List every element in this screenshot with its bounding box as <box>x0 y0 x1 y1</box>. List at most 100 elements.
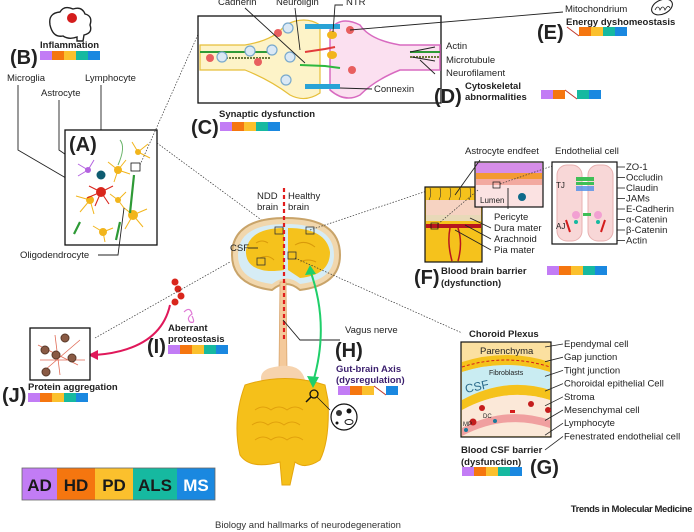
connexin-label: Connexin <box>374 84 414 95</box>
gut-microbiota-icon <box>330 403 358 431</box>
disease-cell-hd <box>180 345 192 354</box>
panel-i-title-line1: Aberrant <box>168 323 208 334</box>
layer-leader <box>544 409 564 421</box>
astrocyte-label: Astrocyte <box>41 88 81 99</box>
junction-label: β-Catenin <box>626 225 667 236</box>
disease-cell-ms <box>595 266 607 275</box>
panel-d-letter: (D) <box>434 86 462 108</box>
figure-caption: Biology and hallmarks of neurodegenerati… <box>215 520 401 531</box>
panel-g-letter: (G) <box>530 457 559 479</box>
legend-swatch-pd <box>95 468 133 500</box>
panel-j-disease-bar <box>28 393 88 402</box>
panel-c-disease-bar <box>220 122 280 131</box>
choroid-layer-label: Ependymal cell <box>564 339 628 350</box>
synapse-leaders <box>244 4 564 90</box>
disease-cell-ms <box>216 345 228 354</box>
synapse-illustration <box>199 19 441 100</box>
not-implicated-slash <box>564 89 578 100</box>
journal-name: Trends in Molecular Medicine <box>571 504 692 515</box>
disease-cell-ms <box>589 90 601 99</box>
oligodendrocyte-label: Oligodendrocyte <box>20 250 89 261</box>
astrocyte-endfeet-label: Astrocyte endfeet <box>465 146 539 157</box>
legend-swatch-ms <box>177 468 215 500</box>
disease-cell-ad <box>338 386 350 395</box>
disease-cell-pd <box>52 393 64 402</box>
legend-label-als: ALS <box>138 476 172 495</box>
oligodendrocyte-leader <box>98 207 125 256</box>
panel-d-disease-bar <box>541 89 601 100</box>
disease-cell-hd <box>579 27 591 36</box>
disease-cell-ms <box>88 51 100 60</box>
csf-layer-label: CSF <box>464 377 490 396</box>
disease-cell-pd <box>64 51 76 60</box>
healthy-brain-label-line2: brain <box>288 202 309 213</box>
disease-cell-ad <box>541 90 553 99</box>
junction-label: Claudin <box>626 183 658 194</box>
disease-cell-als <box>256 122 268 131</box>
mitochondrion-icon <box>651 0 673 16</box>
layer-leader <box>544 436 564 451</box>
choroid-layer-label: Lymphocyte <box>564 418 615 429</box>
panel-j-title: Protein aggregation <box>28 382 118 393</box>
choroid-layer-label: Gap junction <box>564 352 617 363</box>
lumen-label: Lumen <box>480 196 504 205</box>
healthy-brain-label-line1: Healthy <box>288 191 320 202</box>
disease-cell-ad <box>168 345 180 354</box>
panel-e-letter: (E) <box>537 22 564 44</box>
spinal-cord-and-gut <box>236 281 329 486</box>
protein-chain-icon <box>171 278 195 323</box>
panel-g-title-line1: Blood CSF barrier <box>461 445 543 456</box>
disease-cell-als <box>76 51 88 60</box>
meninges-illustration <box>424 186 483 263</box>
disease-cell-als <box>498 467 510 476</box>
ntr-label: NTR <box>346 0 366 8</box>
endothelial-junction-illustration <box>551 161 618 245</box>
panel-a-letter: (A) <box>69 134 97 156</box>
not-implicated-slash <box>373 385 387 396</box>
panel-f-title-line2: (dysfunction) <box>441 278 501 289</box>
mitochondrium-label: Mitochondrium <box>565 4 627 15</box>
cadherin-label: Cadherin <box>218 0 257 8</box>
junction-protein-labels: ZO-1OccludinClaudinJAMsE-Cadherinα-Caten… <box>617 162 674 247</box>
disease-cell-ms <box>510 467 522 476</box>
bbb-detail-illustration <box>474 161 544 208</box>
csf-label: CSF <box>230 243 249 254</box>
panel-e-disease-bar <box>566 26 627 37</box>
disease-cell-ad <box>28 393 40 402</box>
legend-swatch-ad <box>22 468 57 500</box>
panel-h-disease-bar <box>338 385 398 396</box>
aj-label: AJ <box>556 222 565 231</box>
panel-f-title-line1: Blood brain barrier <box>441 266 527 277</box>
glial-cells-illustration <box>73 139 151 243</box>
microglia-label: Microglia <box>7 73 46 84</box>
junction-label: ZO-1 <box>626 162 648 173</box>
panel-g-disease-bar <box>462 467 522 476</box>
disease-cell-pd <box>244 122 256 131</box>
disease-cell-ms <box>76 393 88 402</box>
panel-b-title: Inflammation <box>40 40 99 51</box>
panel-e-title: Energy dyshomeostasis <box>566 17 675 28</box>
disease-cell-als <box>583 266 595 275</box>
aggregation-arrow <box>94 304 171 356</box>
not-implicated-slash <box>566 26 580 37</box>
disease-cell-als <box>64 393 76 402</box>
legend-border <box>21 467 216 501</box>
panel-i-letter: (I) <box>147 336 166 358</box>
disease-cell-als <box>204 345 216 354</box>
layer-leader <box>544 370 564 377</box>
gut-brain-arrow <box>309 269 322 383</box>
panel-h-title-line1: Gut-brain Axis <box>336 364 401 375</box>
panel-f-letter: (F) <box>414 267 440 289</box>
legend-label-ad: AD <box>27 476 52 495</box>
pia-mater-label: Pia mater <box>494 245 535 256</box>
magnifier-icon <box>305 389 331 411</box>
panel-c-title: Synaptic dysfunction <box>219 109 315 120</box>
disease-cell-pd <box>591 27 603 36</box>
legend-label-ms: MS <box>183 476 209 495</box>
zoom-line-a-c <box>139 29 201 166</box>
microtubule-label: Microtubule <box>446 55 495 66</box>
choroid-layer-label: Tight junction <box>564 365 620 376</box>
disease-cell-pd <box>362 386 374 395</box>
disease-cell-hd <box>553 90 565 99</box>
